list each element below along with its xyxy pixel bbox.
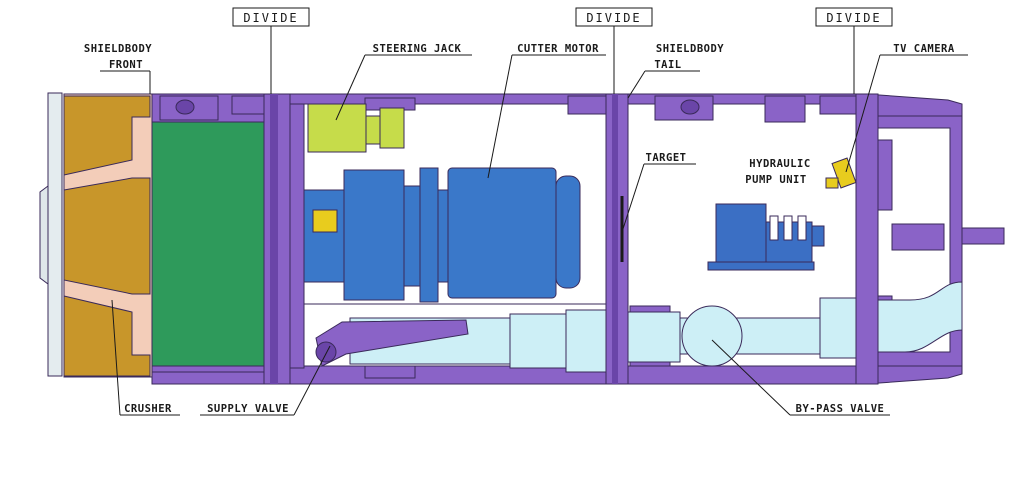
lug-bottom-a — [364, 365, 416, 379]
shield-hull — [151, 93, 963, 385]
steering-jack-cylinder — [307, 103, 367, 153]
cutter-motor-label: CUTTER MOTOR — [517, 43, 599, 55]
rear-shaft — [961, 227, 1005, 245]
cutter-motor-leader — [487, 54, 513, 179]
pipe-segment-4 — [627, 311, 681, 363]
motor-body — [447, 167, 557, 299]
motor-yellow-block — [312, 209, 338, 233]
pump-motor — [811, 225, 825, 247]
pump-base — [707, 261, 815, 271]
pump-valve-1 — [769, 215, 779, 241]
inner-frame-left — [289, 103, 305, 369]
supply-valve — [315, 319, 469, 367]
hydraulic-label-line2: PUMP UNIT — [745, 174, 806, 186]
crusher-leader — [111, 299, 121, 416]
divide-label-2: DIVIDE — [586, 11, 641, 25]
hull-block-1 — [231, 95, 265, 115]
bypass-valve-disc — [681, 305, 743, 367]
crusher-label: CRUSHER — [124, 403, 172, 415]
rear-inner-block-top — [877, 139, 893, 211]
pipe-rear-elbow — [877, 281, 963, 353]
tv-camera-label: TV CAMERA — [893, 43, 955, 55]
motor-gear-housing — [343, 169, 405, 301]
shieldbody-tail-label-line1: SHIELDBODY — [656, 43, 724, 55]
motor-end-cap — [555, 175, 581, 289]
cutter-face — [39, 92, 63, 377]
bulkhead-divide-1-core — [270, 94, 278, 384]
tv-camera — [825, 157, 857, 189]
tv-camera-lens — [825, 177, 839, 189]
supply-valve-leader — [293, 345, 331, 416]
target-label: TARGET — [646, 152, 687, 164]
pump-tank — [715, 203, 767, 263]
face-plate — [47, 92, 63, 377]
motor-flange-2 — [419, 167, 439, 303]
lug-top-b — [567, 95, 607, 115]
steering-jack-rod — [365, 115, 381, 145]
motor-flange-1 — [403, 185, 421, 287]
pipe-segment-2 — [509, 313, 567, 369]
motor-bearing-block — [303, 189, 345, 283]
hull-front-plate-bottom — [151, 371, 265, 385]
tv-camera-body — [831, 157, 857, 189]
steering-jack-label: STEERING JACK — [373, 43, 462, 55]
rear-shaft-housing — [891, 223, 945, 251]
green-chamber — [151, 121, 265, 373]
steering-jack-leader — [335, 54, 366, 121]
bypass-valve-label: BY-PASS VALVE — [796, 403, 885, 415]
steering-jack — [307, 103, 405, 153]
pipe-segment-3 — [565, 309, 607, 373]
divide-label-3: DIVIDE — [826, 11, 881, 25]
bulkhead-divide-3 — [855, 93, 879, 385]
crusher-upper-cone — [63, 95, 151, 176]
cutter-motor — [303, 167, 581, 303]
shieldbody-front-label-line1: SHIELDBODY — [84, 43, 152, 55]
supply-valve-arm — [315, 319, 469, 367]
divide-marker-3: DIVIDE — [815, 7, 893, 94]
crusher-middle-cone — [63, 177, 151, 295]
shieldbody-front-label-line2: FRONT — [109, 59, 143, 71]
target-leader — [621, 163, 645, 233]
pump-valve-2 — [783, 215, 793, 241]
supply-valve-label: SUPPLY VALVE — [207, 403, 289, 415]
jack-eye-tail — [680, 99, 700, 115]
supply-valve-pivot — [315, 341, 337, 363]
divide-marker-1: DIVIDE — [232, 7, 310, 94]
lug-top-d — [764, 95, 806, 123]
steering-jack-end — [379, 107, 405, 149]
divide-label-1: DIVIDE — [243, 11, 298, 25]
tv-camera-leader — [845, 54, 881, 173]
shieldbody-tail-label-line2: TAIL — [654, 59, 681, 71]
hydraulic-pump-unit — [707, 203, 825, 271]
hydraulic-label-line1: HYDRAULIC — [749, 158, 810, 170]
jack-eye-top — [175, 99, 195, 115]
bypass-valve-leader — [711, 339, 791, 416]
bulkhead-divide-2-core — [612, 94, 618, 384]
pump-valve-3 — [797, 215, 807, 241]
crusher — [63, 93, 154, 378]
face-nose — [39, 185, 49, 285]
motor-neck — [437, 189, 449, 283]
divide-marker-2: DIVIDE — [575, 7, 653, 94]
crusher-lower-cone — [63, 295, 151, 377]
pipe-segment-6 — [819, 297, 857, 359]
shieldbody-tail-leader — [627, 70, 646, 99]
